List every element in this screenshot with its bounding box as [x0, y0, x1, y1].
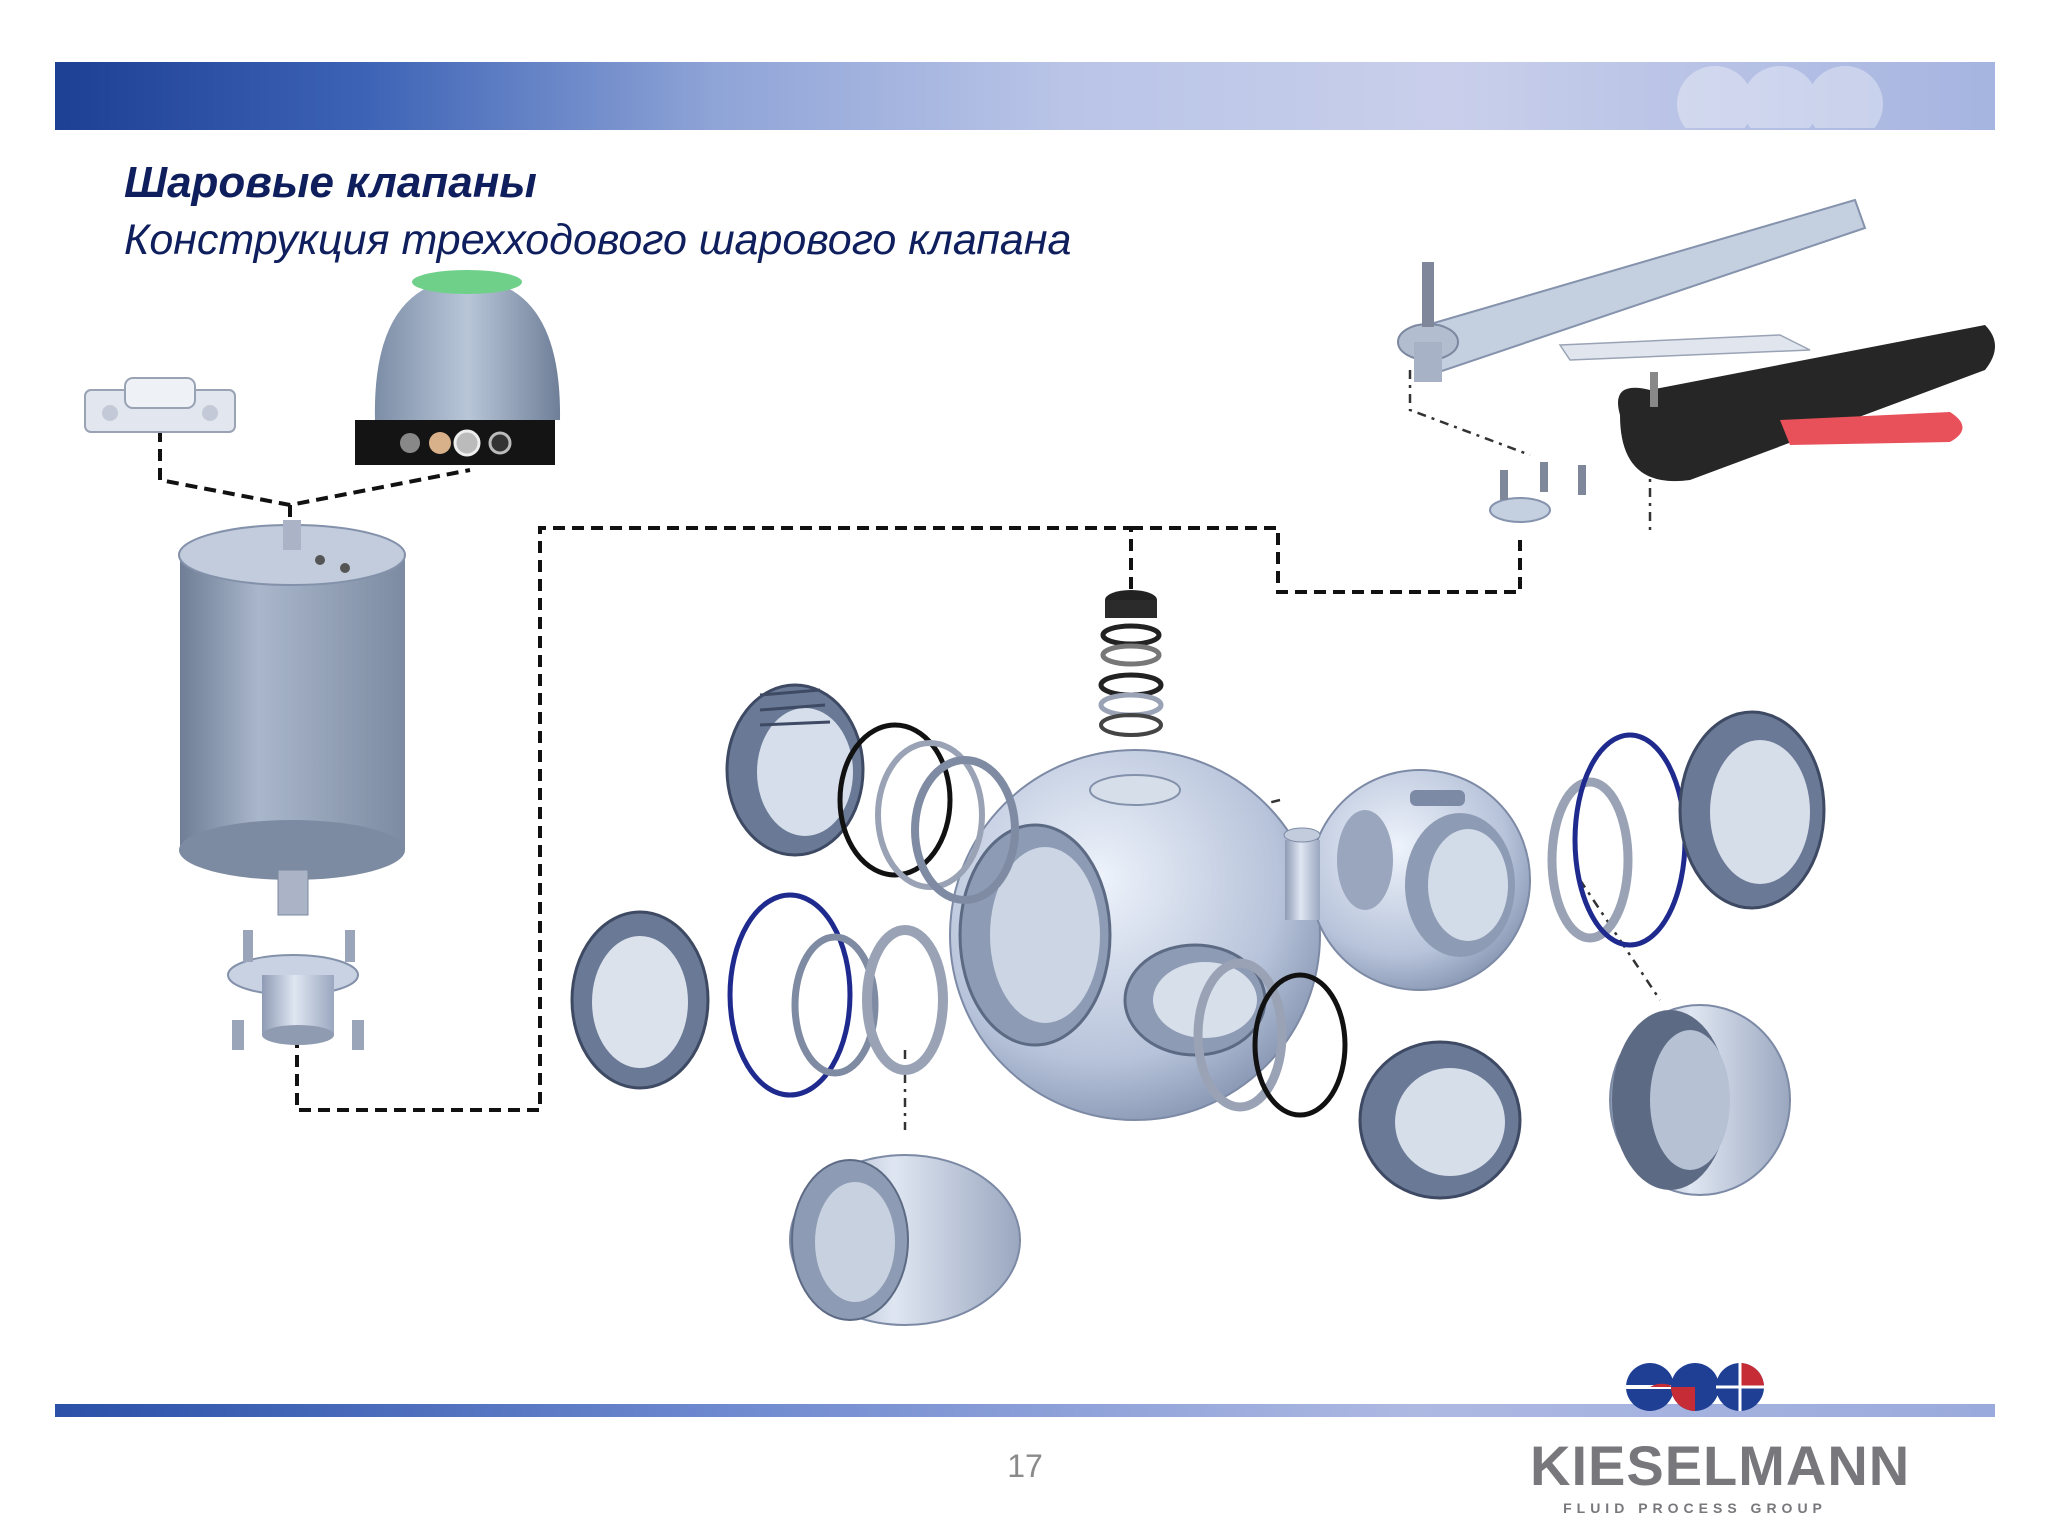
stem-seal-stack — [1098, 590, 1164, 737]
slide-subtitle: Конструкция трехходового шарового клапан… — [124, 216, 1072, 264]
port-upper-left — [725, 683, 1019, 904]
connector-line — [158, 430, 471, 508]
port-lower-right — [1193, 958, 1522, 1200]
valve-body-sphere — [949, 749, 1321, 1121]
footer-band — [55, 1404, 1995, 1417]
end-cap-bottom — [789, 1154, 1021, 1326]
kieselmann-logo: KIESELMANN FLUID PROCESS GROUP — [1530, 1355, 1911, 1525]
adapter-flange — [227, 869, 364, 1050]
logo-watermark-icon — [1677, 66, 1883, 128]
logo-name: KIESELMANN — [1530, 1434, 1911, 1497]
mounting-bracket — [84, 377, 236, 433]
page-number: 17 — [1007, 1448, 1043, 1484]
port-lower-left — [570, 892, 948, 1098]
axis-line — [1408, 370, 1531, 457]
header-band — [55, 62, 1995, 130]
axis-line — [1239, 798, 1281, 812]
control-head — [355, 270, 561, 465]
end-cap-right — [1609, 1004, 1791, 1196]
logo-tagline: FLUID PROCESS GROUP — [1563, 1500, 1827, 1516]
connector-line — [1131, 526, 1522, 594]
slide-title: Шаровые клапаны — [124, 158, 537, 207]
logo-circles-icon — [1626, 1363, 1764, 1411]
connector-line — [295, 526, 1133, 1112]
hand-lever-assembly — [1397, 198, 1995, 523]
port-upper-right — [1547, 710, 1826, 948]
axis-line — [1578, 879, 1662, 1001]
inner-ball — [1283, 769, 1531, 991]
actuator-cylinder — [178, 520, 406, 880]
